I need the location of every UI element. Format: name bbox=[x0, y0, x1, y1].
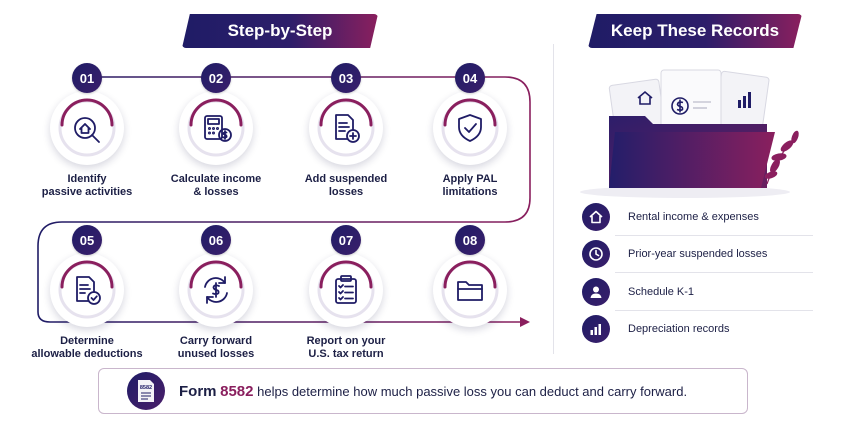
calculator-icon bbox=[204, 115, 232, 142]
step-08-ring bbox=[433, 253, 507, 327]
record-divider bbox=[615, 272, 813, 273]
step-01-label: Identify passive activities bbox=[41, 173, 133, 198]
record-label: Depreciation records bbox=[628, 323, 730, 335]
doc-house-icon bbox=[637, 90, 653, 105]
form-8582-callout: 8582 Form 8582 helps determine how much … bbox=[98, 368, 748, 414]
step-07-ring bbox=[309, 253, 383, 327]
doc-bars-icon bbox=[738, 92, 751, 108]
record-divider bbox=[615, 310, 813, 311]
form-badge-text: 8582 bbox=[140, 385, 152, 391]
keep-records-title: Keep These Records bbox=[610, 21, 780, 40]
step-06-badge: 06 bbox=[201, 225, 231, 255]
footer-text: Form 8582 helps determine how much passi… bbox=[179, 383, 687, 400]
record-divider bbox=[615, 235, 813, 236]
leaf-branch-icon bbox=[764, 130, 799, 185]
house-icon bbox=[582, 203, 610, 231]
step-05-badge: 05 bbox=[72, 225, 102, 255]
dollar-cycle-icon bbox=[204, 276, 228, 304]
step-02-badge: 02 bbox=[201, 63, 231, 93]
step-06-ring bbox=[179, 253, 253, 327]
step-04-badge: 04 bbox=[455, 63, 485, 93]
footer-form-number: 8582 bbox=[220, 382, 254, 400]
doc-dollar-icon bbox=[671, 97, 711, 115]
records-folder-illustration bbox=[580, 69, 799, 198]
clipboard-checklist-icon bbox=[335, 275, 357, 304]
record-label: Prior-year suspended losses bbox=[628, 248, 768, 260]
step-by-step-banner: Step-by-Step bbox=[182, 14, 378, 48]
record-schedule-k1: Schedule K-1 bbox=[582, 277, 814, 307]
record-label: Schedule K-1 bbox=[628, 286, 695, 298]
form-document-icon: 8582 bbox=[127, 372, 165, 410]
step-02-ring bbox=[179, 91, 253, 165]
shield-check-icon bbox=[458, 114, 482, 142]
step-03-label: Add suspended losses bbox=[304, 173, 388, 198]
step-04-label: Apply PAL limitations bbox=[442, 173, 498, 198]
record-rental-income: Rental income & expenses bbox=[582, 202, 814, 232]
document-check-icon bbox=[76, 276, 101, 305]
step-05-ring bbox=[50, 253, 124, 327]
step-04-ring bbox=[433, 91, 507, 165]
step-01-ring bbox=[50, 91, 124, 165]
step-03-badge: 03 bbox=[331, 63, 361, 93]
step-07-badge: 07 bbox=[331, 225, 361, 255]
record-depreciation: Depreciation records bbox=[582, 314, 814, 344]
clock-icon bbox=[582, 240, 610, 268]
step-03-ring bbox=[309, 91, 383, 165]
step-06-label: Carry forward unused losses bbox=[177, 335, 255, 360]
footer-description: helps determine how much passive loss yo… bbox=[257, 383, 688, 399]
footer-form-word: Form bbox=[179, 382, 217, 400]
step-02-label: Calculate income & losses bbox=[170, 173, 262, 198]
step-01-badge: 01 bbox=[72, 63, 102, 93]
folder-icon bbox=[457, 281, 483, 301]
keep-records-banner: Keep These Records bbox=[588, 14, 802, 48]
step-08-badge: 08 bbox=[455, 225, 485, 255]
step-05-label: Determine allowable deductions bbox=[31, 335, 143, 360]
step-by-step-title: Step-by-Step bbox=[227, 21, 333, 40]
house-magnifier-icon bbox=[74, 117, 100, 143]
document-plus-icon bbox=[335, 114, 360, 143]
bar-chart-icon bbox=[582, 315, 610, 343]
person-icon bbox=[582, 278, 610, 306]
record-label: Rental income & expenses bbox=[628, 211, 759, 223]
step-07-label: Report on your U.S. tax return bbox=[306, 335, 386, 360]
column-divider bbox=[553, 44, 554, 354]
record-suspended-losses: Prior-year suspended losses bbox=[582, 239, 814, 269]
